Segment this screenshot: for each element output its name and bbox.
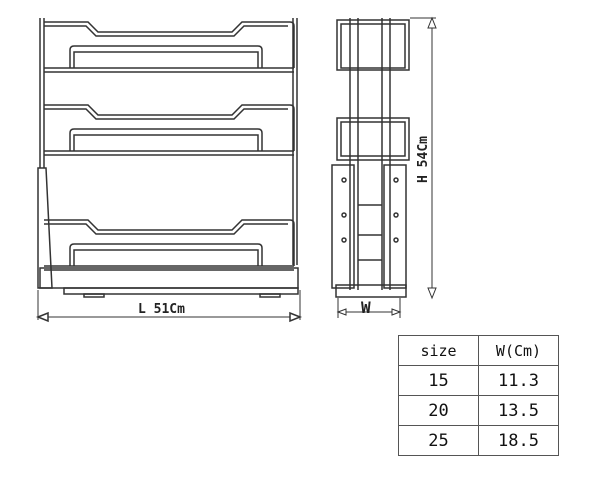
- side-view: [331, 18, 410, 298]
- size-cell: 25: [398, 425, 479, 456]
- front-view: [37, 18, 299, 298]
- length-dimension: [35, 290, 303, 323]
- height-dimension: [410, 16, 437, 300]
- header-width: W(Cm): [478, 335, 559, 366]
- width-cell: 13.5: [478, 395, 559, 426]
- basket-tier: [44, 21, 295, 73]
- table-header-row: size W(Cm): [398, 335, 559, 366]
- table-row: 25 18.5: [398, 425, 559, 456]
- width-cell: 11.3: [478, 365, 559, 396]
- size-cell: 20: [398, 395, 479, 426]
- size-cell: 15: [398, 365, 479, 396]
- length-label: L 51Cm: [138, 302, 185, 317]
- width-label: W: [361, 298, 371, 317]
- width-dimension: [336, 298, 402, 318]
- table-row: 20 13.5: [398, 395, 559, 426]
- width-cell: 18.5: [478, 425, 559, 456]
- table-row: 15 11.3: [398, 365, 559, 396]
- height-label: H 54Cm: [415, 136, 431, 183]
- header-size: size: [398, 335, 479, 366]
- size-table: size W(Cm) 15 11.3 20 13.5 25 18.5: [398, 335, 559, 456]
